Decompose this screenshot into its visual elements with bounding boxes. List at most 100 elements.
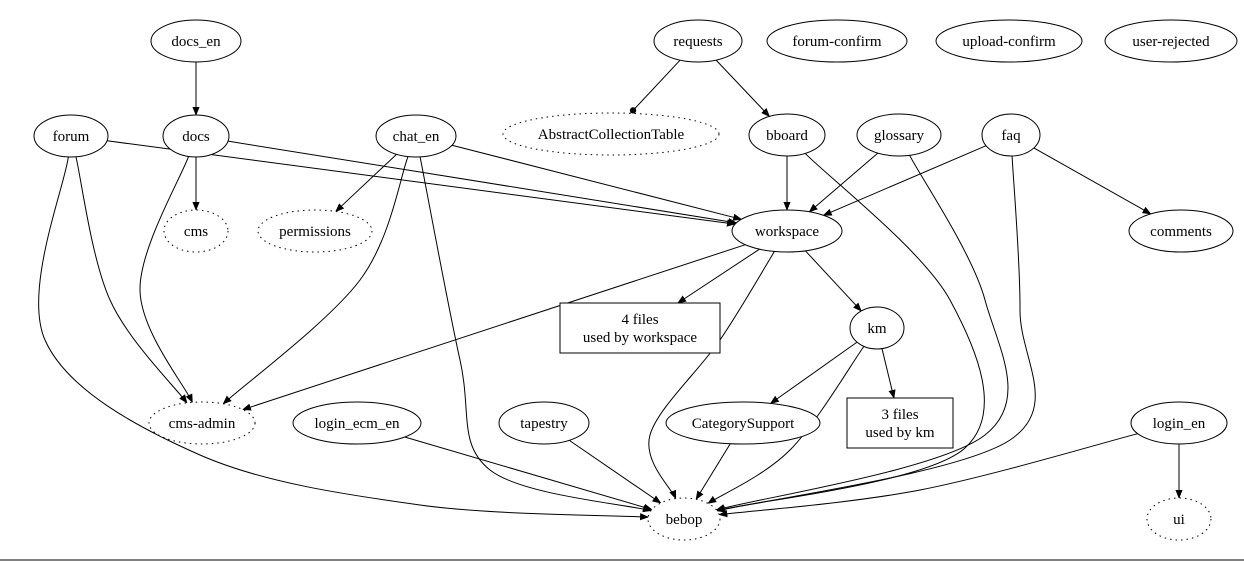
node-label: AbstractCollectionTable [538, 127, 685, 143]
node-ellipse-shape [849, 306, 905, 350]
node-box-shape [846, 397, 954, 449]
node-ellipse-shape [1128, 209, 1234, 253]
node-requests: requests [653, 19, 743, 63]
edge-workspace-km [804, 250, 862, 312]
node-ellipse-shape [731, 209, 843, 253]
edge-login_en-bebop [718, 433, 1138, 518]
node-ellipse-shape [665, 401, 821, 445]
node-abstract_collection_table: AbstractCollectionTable [502, 112, 720, 156]
edge-tapestry-bebop [569, 439, 662, 504]
edge-glossary-bebop [715, 155, 1009, 512]
node-ellipse-shape [375, 114, 457, 158]
node-forum: forum [33, 114, 109, 158]
node-label: login_en [1153, 416, 1206, 432]
node-ellipse-shape [856, 113, 942, 157]
node-label: chat_en [393, 129, 440, 145]
node-bboard: bboard [748, 113, 826, 157]
node-box-shape [559, 302, 721, 354]
edge-workspace-bebop [648, 251, 775, 500]
node-label: forum-confirm [792, 34, 881, 50]
node-cms_admin: cms-admin [148, 401, 256, 445]
edge-category_support-bebop [695, 443, 731, 500]
edge-chat_en-bebop [419, 156, 652, 513]
node-chat_en: chat_en [375, 114, 457, 158]
node-login_ecm_en: login_ecm_en [292, 401, 422, 445]
edge-docs-cms_admin [139, 156, 193, 404]
edge-km-bebop [707, 346, 865, 504]
node-label: comments [1150, 224, 1212, 240]
node-bebop: bebop [647, 497, 721, 541]
node-label: login_ecm_en [315, 416, 400, 432]
node-label: bebop [666, 512, 703, 528]
node-label: user-rejected [1132, 34, 1210, 50]
node-label: cms [184, 224, 208, 240]
node-label: requests [673, 34, 722, 50]
node-ellipse-shape [148, 401, 256, 445]
edge-docs-workspace [227, 140, 738, 226]
node-label: tapestry [520, 416, 568, 432]
edge-chat_en-cms_admin [222, 156, 409, 405]
node-user_rejected: user-rejected [1104, 19, 1238, 63]
edge-faq-workspace [822, 145, 987, 216]
node-upload_confirm: upload-confirm [935, 19, 1083, 63]
edge-workspace-files_workspace [677, 248, 760, 304]
node-ui: ui [1146, 497, 1212, 541]
edge-login_ecm_en-bebop [404, 436, 653, 511]
edge-forum-cms_admin [75, 156, 188, 404]
node-ellipse-shape [1104, 19, 1238, 63]
edge-glossary-workspace [808, 152, 879, 213]
node-comments: comments [1128, 209, 1234, 253]
node-cms: cms [163, 209, 229, 253]
edge-chat_en-workspace [451, 144, 743, 221]
node-label: 3 files [881, 407, 918, 423]
node-label: docs_en [171, 34, 221, 50]
node-tapestry: tapestry [498, 401, 590, 445]
node-label: used by km [865, 425, 934, 441]
node-permissions: permissions [257, 209, 373, 253]
node-label: workspace [755, 224, 819, 240]
node-docs: docs [162, 114, 230, 158]
node-faq: faq [981, 113, 1041, 157]
node-ellipse-shape [935, 19, 1083, 63]
node-ellipse-shape [1146, 497, 1212, 541]
node-label: glossary [874, 128, 924, 144]
node-ellipse-shape [150, 19, 242, 63]
node-label: docs [182, 129, 210, 145]
node-km: km [849, 306, 905, 350]
node-workspace: workspace [731, 209, 843, 253]
node-ellipse-shape [1130, 401, 1228, 445]
edge-km-files_km [881, 348, 896, 399]
edge-faq-bebop [716, 155, 1036, 513]
node-label: forum [53, 129, 90, 145]
node-ellipse-shape [981, 113, 1041, 157]
node-ellipse-shape [162, 114, 230, 158]
node-ellipse-shape [498, 401, 590, 445]
node-docs_en: docs_en [150, 19, 242, 63]
node-label: ui [1173, 512, 1185, 528]
node-label: faq [1001, 128, 1021, 144]
node-label: permissions [279, 224, 351, 240]
node-ellipse-shape [163, 209, 229, 253]
node-ellipse-shape [292, 401, 422, 445]
node-login_en: login_en [1130, 401, 1228, 445]
node-label: upload-confirm [962, 34, 1056, 50]
edge-forum-bebop [38, 156, 650, 521]
edge-requests-abstract_collection_table [629, 59, 681, 114]
node-label: 4 files [621, 312, 658, 328]
edge-bboard-bebop [716, 153, 985, 513]
node-category_support: CategorySupport [665, 401, 821, 445]
edge-chat_en-permissions [335, 153, 397, 213]
node-label: km [867, 321, 887, 337]
node-ellipse-shape [33, 114, 109, 158]
node-ellipse-shape [502, 112, 720, 156]
node-label: cms-admin [169, 416, 236, 432]
node-label: CategorySupport [692, 416, 795, 432]
node-ellipse-shape [257, 209, 373, 253]
nodes-layer: docs_en requests forum-confirm upload-confi… [33, 19, 1238, 541]
edge-requests-bboard [715, 59, 771, 118]
node-forum_confirm: forum-confirm [766, 19, 908, 63]
edge-km-category_support [769, 341, 858, 404]
